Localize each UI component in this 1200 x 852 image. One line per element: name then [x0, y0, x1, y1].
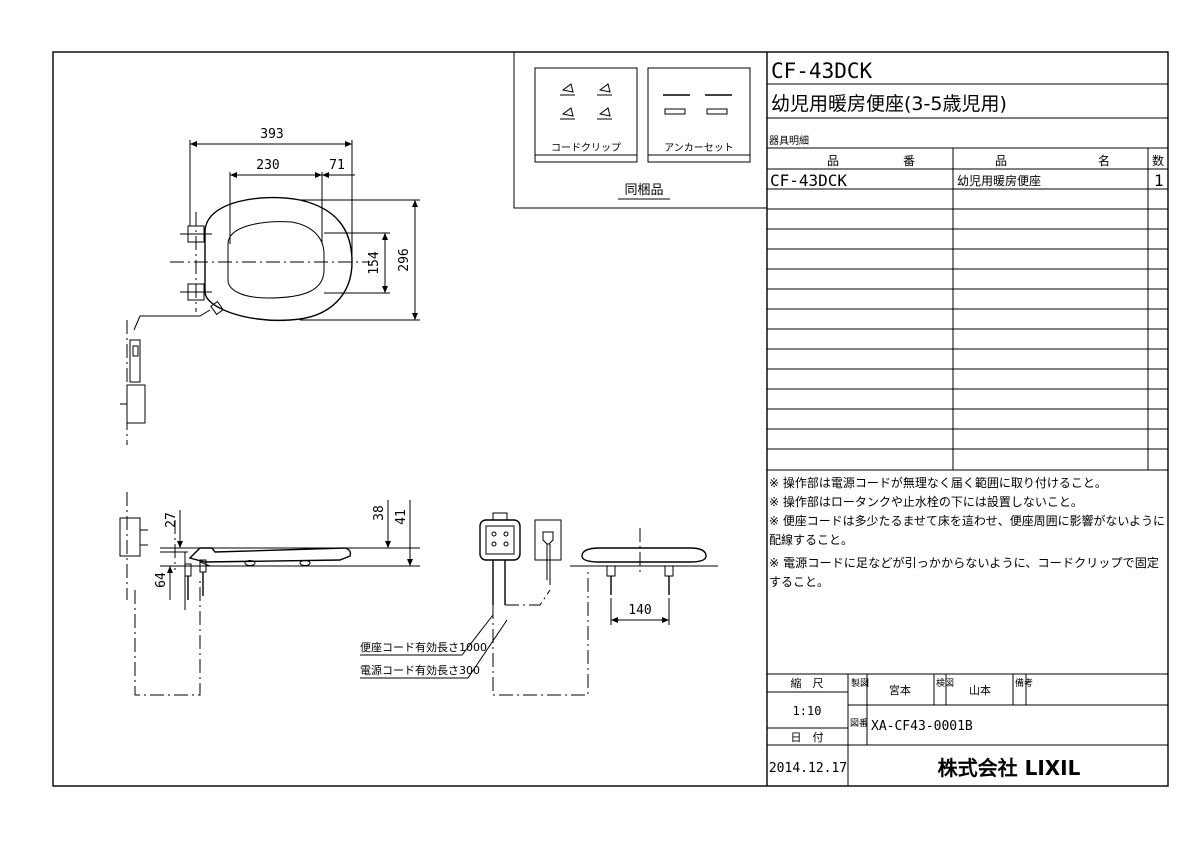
scale-label: 縮 尺	[791, 676, 824, 690]
power-cord	[505, 589, 551, 606]
cord-clip-icons	[560, 83, 612, 120]
title-grid: 縮 尺 1:10 日 付 2014.12.17 製図 宮本 検図 山本 備考 図…	[767, 673, 1169, 786]
col-qty: 数	[1152, 153, 1164, 168]
dim-38-label: 38	[372, 505, 387, 521]
front-view: 140	[570, 528, 718, 625]
product-name: 幼児用暖房便座(3-5歳児用)	[771, 93, 1007, 115]
remarks-label: 備考	[1015, 677, 1033, 689]
dim-64-label: 64	[154, 572, 169, 588]
control-unit-mount	[129, 339, 141, 383]
seat-cord-label: 便座コード有効長さ1000	[360, 640, 487, 654]
dim-27-label: 27	[164, 512, 179, 528]
note-line-4: 配線すること。	[769, 532, 853, 547]
seat-cord-route	[492, 570, 589, 696]
cord-clip-box	[534, 67, 638, 163]
anchor-set-box	[647, 67, 751, 163]
drawn-by: 宮本	[889, 683, 911, 697]
dim-296-label: 296	[397, 248, 412, 271]
date-value: 2014.12.17	[769, 761, 847, 776]
accessories-box: コードクリップ アンカーセット 同梱品	[513, 52, 767, 209]
seat-cord-top-view	[133, 309, 211, 331]
dim-140-label: 140	[628, 603, 651, 618]
parts-table: 品 番 品 名 数 CF-43DCK 幼児用暖房便座 1	[767, 52, 1169, 471]
seat-opening	[227, 221, 325, 299]
dim-154-label: 154	[367, 251, 382, 275]
col-part-no-b: 番	[903, 154, 915, 168]
col-name-b: 名	[1098, 153, 1110, 168]
cord-clip-label: コードクリップ	[551, 142, 621, 154]
dim-41-label: 41	[394, 509, 409, 525]
power-cord-label: 電源コード有効長さ300	[360, 663, 480, 677]
drawn-label: 製図	[851, 677, 869, 689]
table-row-name: 幼児用暖房便座	[957, 173, 1041, 188]
drawing-no-label: 図番	[850, 717, 868, 729]
control-outlet-view: 便座コード有効長さ1000 電源コード有効長さ300	[360, 512, 589, 696]
control-unit-side-view	[119, 517, 141, 557]
model-number: CF-43DCK	[771, 59, 873, 83]
anchor-set-label: アンカーセット	[664, 142, 734, 154]
checked-by: 山本	[969, 683, 991, 697]
control-unit-top-view	[126, 384, 146, 424]
dim-393-label: 393	[260, 127, 283, 142]
date-label: 日 付	[791, 731, 824, 744]
wall-outlet	[534, 519, 562, 561]
note-line-5: ※ 電源コードに足などが引っかからないように、コードクリップで固定	[769, 555, 1159, 570]
side-view: 27 64 38 41	[119, 492, 420, 696]
anchor-set-icons	[663, 94, 732, 115]
col-part-no-a: 品	[827, 154, 839, 168]
note-line-6: すること。	[769, 575, 829, 589]
drawing-number: XA-CF43-0001B	[871, 719, 973, 734]
dim-71-label: 71	[329, 158, 345, 173]
seat-cord-side-view	[134, 578, 201, 696]
title-block: CF-43DCK 幼児用暖房便座(3-5歳児用) 器具明細 品	[766, 52, 1169, 786]
col-name-a: 品	[995, 154, 1007, 168]
seat-side-profile	[188, 547, 352, 563]
company-name: 株式会社 LIXIL	[938, 756, 1081, 780]
note-line-3: ※ 便座コードは多少たるませて床を這わせ、便座周囲に影響がないように	[769, 513, 1165, 528]
dim-230-label: 230	[256, 158, 279, 173]
note-line-2: ※ 操作部はロータンクや止水栓の下には設置しないこと。	[769, 494, 1083, 509]
table-row-part-no: CF-43DCK	[770, 171, 847, 190]
table-row-qty: 1	[1154, 171, 1164, 190]
seat-front-profile	[581, 547, 707, 563]
scale-value: 1:10	[793, 704, 822, 718]
bundled-label: 同梱品	[624, 183, 663, 198]
checked-label: 検図	[936, 677, 954, 689]
top-view: 393 230 71 154 296	[120, 127, 420, 445]
seat-outline	[204, 196, 353, 322]
note-line-1: ※ 操作部は電源コードが無理なく届く範囲に取り付けること。	[769, 475, 1107, 490]
notes: ※ 操作部は電源コードが無理なく届く範囲に取り付けること。 ※ 操作部はロータン…	[769, 475, 1165, 589]
parts-list-label: 器具明細	[769, 134, 809, 147]
